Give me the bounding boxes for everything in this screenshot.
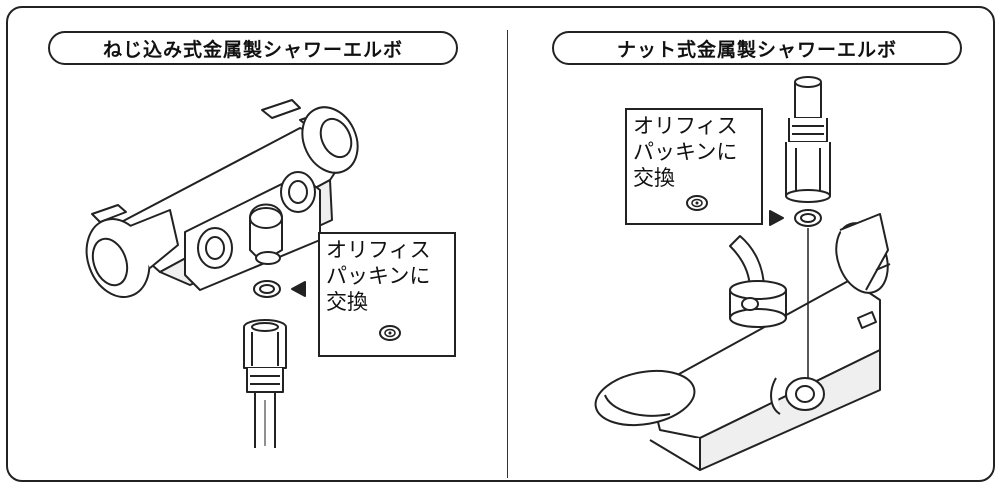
- panel-divider: [507, 30, 508, 478]
- callout-line: パッキンに: [326, 264, 431, 288]
- callout-line: 交換: [326, 290, 368, 314]
- callout-line: オリフィス: [326, 238, 431, 262]
- right-callout-box: オリフィス パッキンに 交換: [625, 108, 763, 225]
- left-panel-title: ねじ込み式金属製シャワーエルボ: [48, 31, 458, 65]
- hose-fitting-left: [243, 319, 287, 448]
- left-callout-box: オリフィス パッキンに 交換: [318, 232, 456, 357]
- orifice-packing-icon: [686, 195, 708, 211]
- nut-type-faucet-body: [594, 76, 891, 471]
- screw-in-faucet-body: [85, 99, 359, 298]
- right-panel-title: ナット式金属製シャワーエルボ: [552, 31, 962, 65]
- triangle-arrow-right-icon: [769, 210, 784, 226]
- triangle-arrow-icon: [291, 281, 306, 297]
- callout-line: オリフィス: [633, 114, 738, 138]
- callout-line: パッキンに: [633, 140, 738, 164]
- callout-line: 交換: [633, 166, 675, 190]
- orifice-packing-icon: [379, 325, 401, 341]
